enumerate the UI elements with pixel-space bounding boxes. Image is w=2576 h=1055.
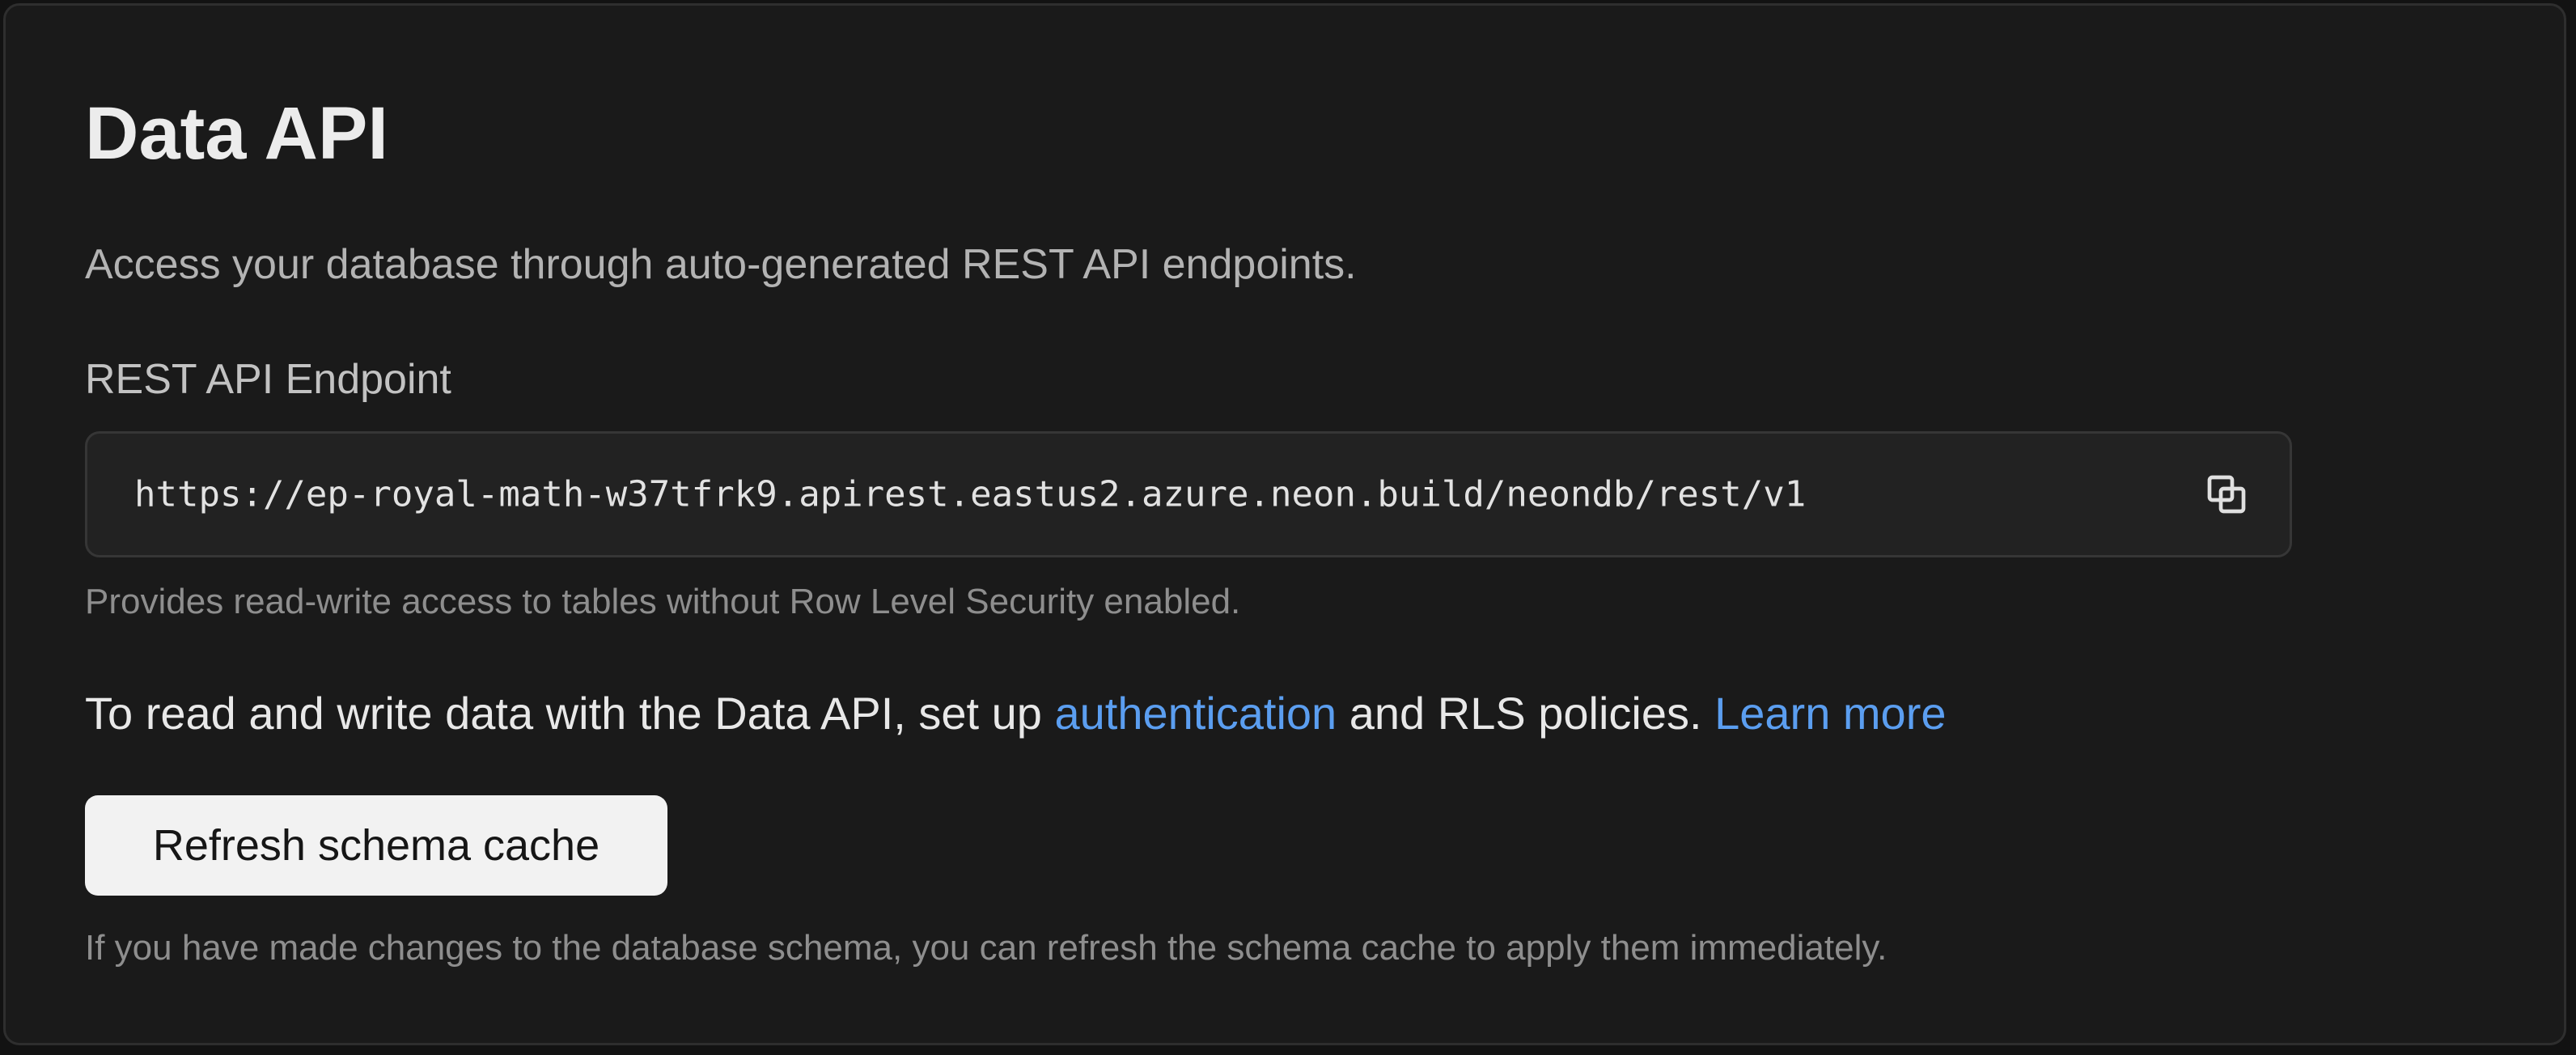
section-description: Access your database through auto-genera… — [85, 241, 1357, 288]
schema-hint: If you have made changes to the database… — [85, 928, 1888, 968]
endpoint-label: REST API Endpoint — [85, 356, 451, 403]
learn-more-link[interactable]: Learn more — [1714, 688, 1947, 739]
rls-middle: and RLS policies. — [1337, 688, 1715, 739]
endpoint-field[interactable]: https://ep-royal-math-w37tfrk9.apirest.e… — [85, 431, 2292, 557]
rls-instructions: To read and write data with the Data API… — [85, 687, 1947, 739]
refresh-schema-cache-button[interactable]: Refresh schema cache — [85, 795, 667, 896]
endpoint-hint: Provides read-write access to tables wit… — [85, 582, 1241, 621]
copy-icon — [2207, 475, 2246, 514]
page-title: Data API — [85, 92, 388, 175]
endpoint-url[interactable]: https://ep-royal-math-w37tfrk9.apirest.e… — [134, 473, 1807, 515]
copy-button[interactable] — [2201, 468, 2252, 520]
rls-prefix: To read and write data with the Data API… — [85, 688, 1055, 739]
data-api-panel: Data API Access your database through au… — [3, 3, 2566, 1045]
authentication-link[interactable]: authentication — [1054, 688, 1337, 739]
